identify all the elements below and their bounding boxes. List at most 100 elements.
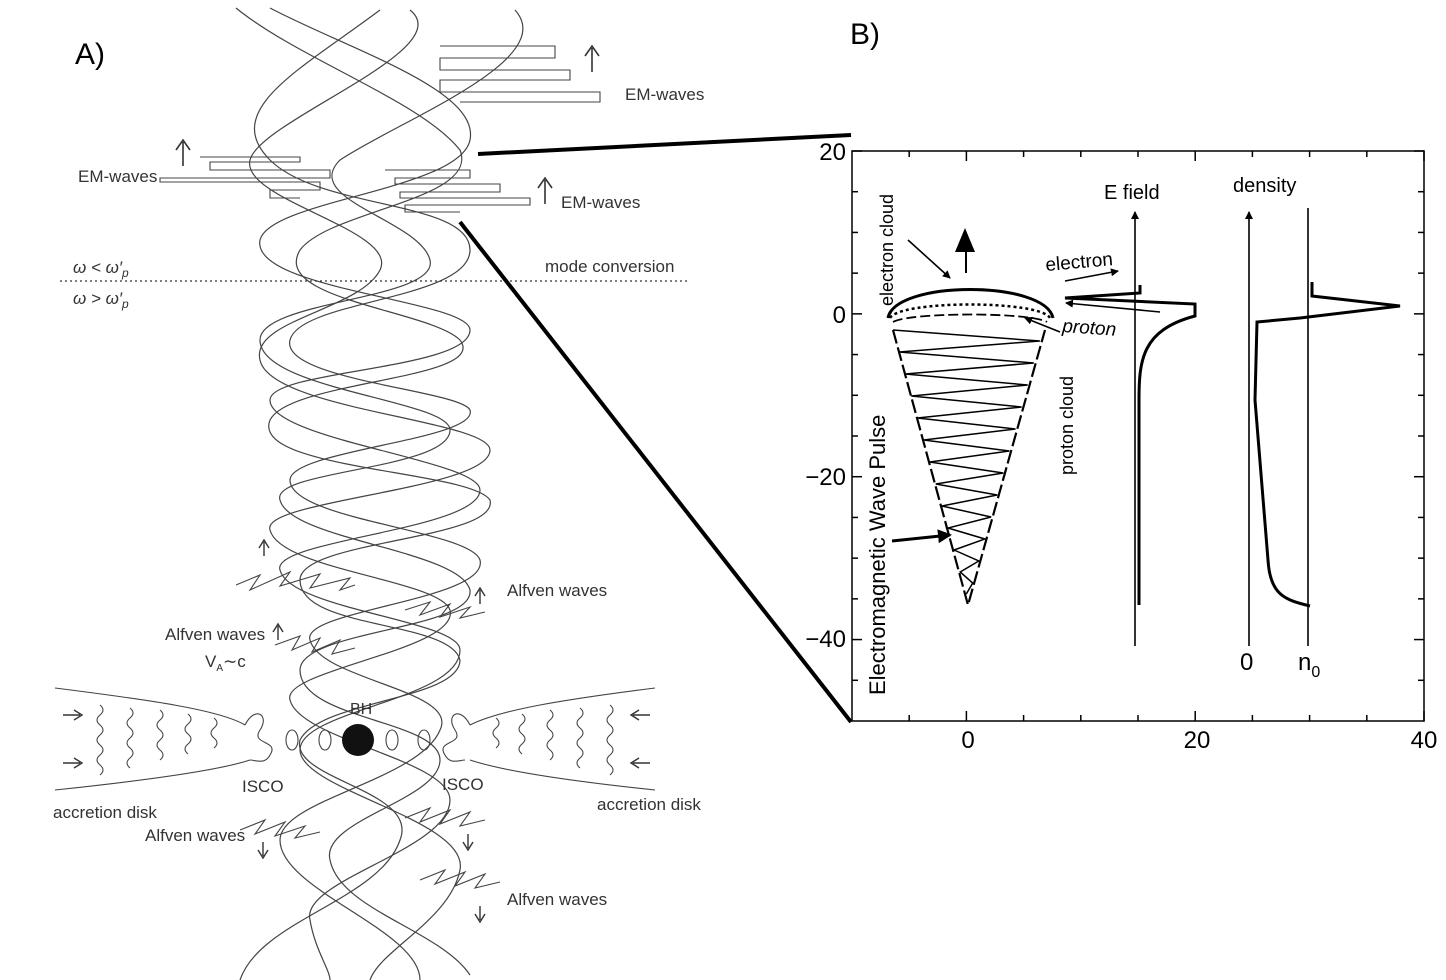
up-arrow-icon [474,586,486,604]
em-wave-top-right [439,45,601,103]
isco-label-right: ISCO [442,775,484,794]
accretion-disk-label-right: accretion disk [597,795,701,814]
zoom-line-top [477,133,852,156]
proton-cloud-pointer-icon [1024,316,1061,333]
proton-cloud-label: proton cloud [1057,376,1077,475]
cloud-dotted-arc [888,303,1052,319]
disk-wave-icon [184,713,192,755]
down-arrow-icon [257,842,269,860]
proton-direction-arrow-icon [1065,299,1161,313]
omega-greater-label: ω > ω′p [73,289,129,311]
alfven-wave-packets [235,570,501,889]
pulse-zigzag [892,329,1040,595]
up-arrow-icon [537,176,553,204]
field-line-2 [259,9,524,976]
e-field-curve [1064,285,1197,605]
isco-label-left: ISCO [242,777,284,796]
disk-wave-icon [126,707,134,769]
disk-wave-icon [210,717,218,749]
em-waves-label-3: EM-waves [561,193,640,212]
density-label: density [1233,175,1296,197]
em-waves-label-1: EM-waves [625,85,704,104]
alfven-wave-lower-right-2 [419,868,501,889]
em-wave-packets [159,45,601,213]
field-line-1 [235,7,491,980]
orbit-loop-icon [285,729,299,751]
mode-conversion-label: mode conversion [545,257,674,276]
panel-b-label: B) [850,18,880,51]
field-line-4 [249,9,491,980]
pulse-label: Electromagnetic Wave Pulse [865,415,890,695]
field-line-5 [259,7,481,980]
panel-a-label: A) [75,38,105,71]
right-arrow-icon [63,757,84,769]
e-field-label: E field [1104,182,1160,204]
alfven-label-lower-left: Alfven waves [145,826,245,845]
pulse-direction-arrow-icon [955,228,975,273]
y-tick-label-minus-20: −20 [805,464,846,491]
black-hole [342,724,374,756]
orbit-loop-icon [385,729,399,751]
pulse-pointer-icon [891,529,952,544]
em-wave-mid-right [385,169,531,213]
density-n0-label: n0 [1298,649,1320,681]
up-arrow-icon [584,44,600,72]
density-curve [1253,282,1401,608]
electron-cloud-pointer-icon [907,239,951,279]
panel-b: B) 0 20 40 20 0 −20 −40 [805,18,1437,754]
disk-wave-icon [606,704,614,776]
y-tick-label-0: 0 [833,302,846,329]
electron-cloud-arc [886,288,1055,319]
right-arrow-icon [63,709,84,721]
alfven-wave-upper-left [235,570,356,592]
y-tick-label-20: 20 [819,139,846,166]
em-waves-label-2: EM-waves [78,167,157,186]
va-label: VA∼c [205,652,246,674]
disk-wave-icon [546,709,554,761]
omega-less-label: ω < ω′p [73,258,129,280]
x-tick-label-40: 40 [1411,727,1438,754]
disk-wave-icon [96,704,104,776]
accretion-disk-label-left: accretion disk [53,803,157,822]
density-profile [1245,208,1401,646]
bh-label: BH [350,701,372,718]
alfven-wave-lower-left [239,818,321,839]
em-wave-arrows [175,44,600,204]
accretion-disk [54,687,656,791]
down-arrow-icon [474,906,486,924]
alfven-wave-upper-right [404,600,486,619]
panel-a: A) EM-waves EM-waves EM-waves mode conve… [53,7,704,980]
disk-wave-icon [518,713,526,755]
pulse-cone-outline [891,329,1047,610]
isco-loop-left [244,713,273,762]
electron-cloud-label: electron cloud [877,194,897,306]
left-arrow-icon [629,709,650,721]
field-line-3 [254,9,481,980]
electron-direction-arrow-icon [1064,268,1119,282]
down-arrow-icon [462,834,474,852]
up-arrow-icon [258,538,270,556]
alfven-wave-mid-left [274,634,356,655]
up-arrow-icon [175,138,191,166]
alfven-label-lower-right: Alfven waves [507,890,607,909]
inflow-arrows [63,709,650,769]
density-zero-label: 0 [1240,649,1253,676]
e-field-profile [1064,211,1197,646]
orbit-loop-icon [417,729,431,751]
alfven-label-upper-left: Alfven waves [165,625,265,644]
em-wave-top-left [159,156,331,199]
zoom-line-bottom [458,220,853,724]
alfven-wave-lower-right-1 [404,806,486,827]
wave-pulse-cone [886,288,1055,610]
accretion-disk-left-edge [54,687,251,791]
disk-wave-icon [576,707,584,769]
proton-label: proton [1061,316,1117,341]
disk-wave-icon [156,709,164,761]
field-line-strands [235,7,524,980]
up-arrow-icon [272,622,284,640]
accretion-disk-right-edge [469,687,656,791]
x-tick-label-0: 0 [961,727,974,754]
x-tick-label-20: 20 [1184,727,1211,754]
orbit-loop-icon [318,729,332,751]
annotation-arrows [891,239,1161,544]
